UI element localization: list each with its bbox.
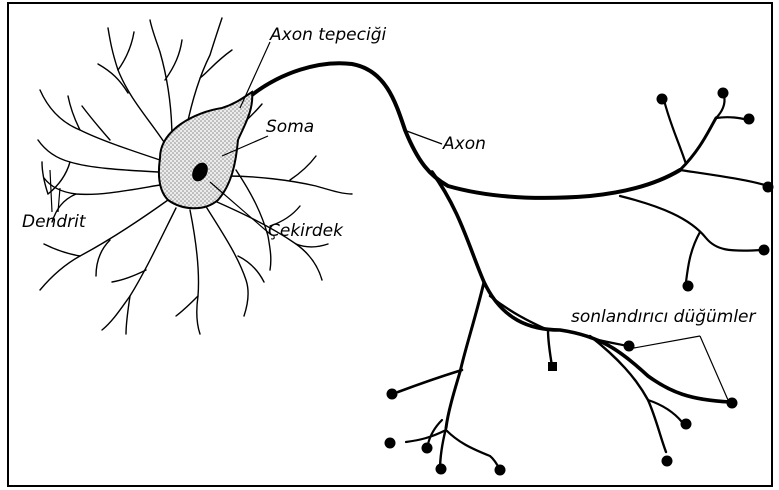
terminal-node <box>495 465 506 476</box>
terminal-node <box>385 438 396 449</box>
axon <box>248 63 768 470</box>
terminal-node <box>548 362 557 371</box>
terminal-node <box>759 245 770 256</box>
terminal-node <box>662 456 673 467</box>
terminal-node <box>422 443 433 454</box>
terminal-nodes-label: sonlandırıcı düğümler <box>571 309 756 326</box>
terminal-node <box>657 94 668 105</box>
dendrite-label: Dendrit <box>22 214 86 231</box>
terminal-node <box>763 182 774 193</box>
terminal-node <box>681 419 692 430</box>
terminal-node <box>624 341 635 352</box>
nucleus-label: Çekirdek <box>268 223 343 240</box>
soma-label: Soma <box>266 119 314 136</box>
terminal-node <box>387 389 398 400</box>
diagram-border <box>8 3 772 486</box>
soma <box>159 92 252 208</box>
terminal-node <box>683 281 694 292</box>
axon-label: Axon <box>443 136 486 153</box>
terminal-node <box>718 88 729 99</box>
axon-hillock-label: Axon tepeciği <box>270 27 386 44</box>
terminal-node <box>744 114 755 125</box>
terminal-node <box>436 464 447 475</box>
